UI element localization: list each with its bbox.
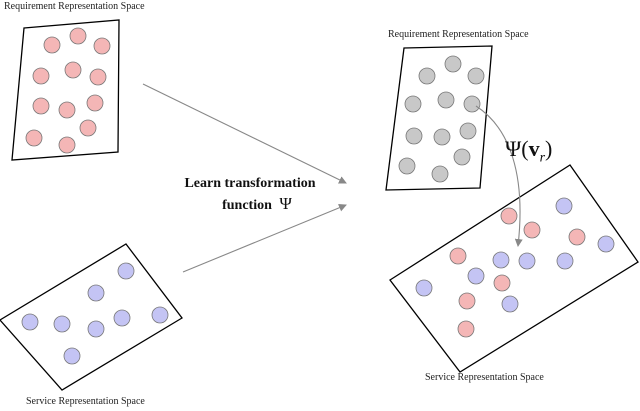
gray-point [463, 95, 481, 113]
requirement-point [58, 136, 76, 154]
right-gray-points [398, 55, 485, 183]
service-point [597, 235, 615, 253]
service-point [492, 251, 510, 269]
psi-of-vr-label: Ψ(vr) [505, 136, 553, 166]
requirement-point [64, 61, 82, 79]
requirement-point [58, 101, 76, 119]
requirement-point [568, 228, 586, 246]
right-requirement-space-label: Requirement Representation Space [388, 29, 529, 40]
right-mixed-points [415, 197, 615, 338]
gray-point [433, 128, 451, 146]
requirement-point [93, 37, 111, 55]
service-point [53, 315, 71, 333]
requirement-point [32, 67, 50, 85]
gray-point [467, 67, 485, 85]
requirement-point [32, 97, 50, 115]
gray-point [459, 122, 477, 140]
service-point [518, 252, 536, 270]
service-point [113, 309, 131, 327]
gray-point [453, 148, 471, 166]
right-service-space-box [389, 164, 639, 373]
requirement-point [89, 68, 107, 86]
service-point [87, 284, 105, 302]
gray-point [431, 165, 449, 183]
requirement-point [449, 247, 467, 265]
service-point [415, 279, 433, 297]
gray-point [444, 55, 462, 73]
service-point [63, 347, 81, 365]
requirement-point [458, 292, 476, 310]
service-point [467, 267, 485, 285]
service-point [87, 320, 105, 338]
gray-point [398, 157, 416, 175]
requirement-point [79, 119, 97, 137]
requirement-point [457, 320, 475, 338]
service-point [21, 313, 39, 331]
learn-function-word: function [222, 198, 272, 213]
learn-line-2: function Ψ [192, 194, 322, 214]
left-requirement-space-label: Requirement Representation Space [4, 1, 145, 12]
requirement-point [493, 274, 511, 292]
requirement-point [25, 129, 43, 147]
left-requirement-points [25, 27, 111, 154]
psi-arg: v [528, 136, 540, 161]
service-point [555, 197, 573, 215]
psi-sub: r [539, 150, 546, 166]
requirement-point [43, 36, 61, 54]
mapping-arrow [475, 105, 523, 247]
psi-func: Ψ [505, 136, 522, 161]
right-service-space-label: Service Representation Space [425, 372, 544, 383]
left-service-space-label: Service Representation Space [26, 396, 145, 407]
requirement-point [86, 94, 104, 112]
gray-point [405, 127, 423, 145]
arrow-from-service [182, 203, 347, 273]
service-point [117, 262, 135, 280]
gray-point [404, 95, 422, 113]
service-point [151, 306, 169, 324]
left-service-space-box [0, 243, 183, 391]
requirement-point [69, 27, 87, 45]
gray-point [437, 91, 455, 109]
left-service-points [21, 262, 169, 365]
service-point [556, 252, 574, 270]
arrow-from-requirement [142, 83, 347, 184]
learn-line-1: Learn transformation [184, 176, 316, 191]
learn-transformation-label: Learn transformation function Ψ [178, 176, 322, 214]
requirement-point [523, 221, 541, 239]
requirement-point [500, 207, 518, 225]
service-point [501, 295, 519, 313]
gray-point [418, 67, 436, 85]
learn-psi-symbol: Ψ [279, 194, 292, 213]
